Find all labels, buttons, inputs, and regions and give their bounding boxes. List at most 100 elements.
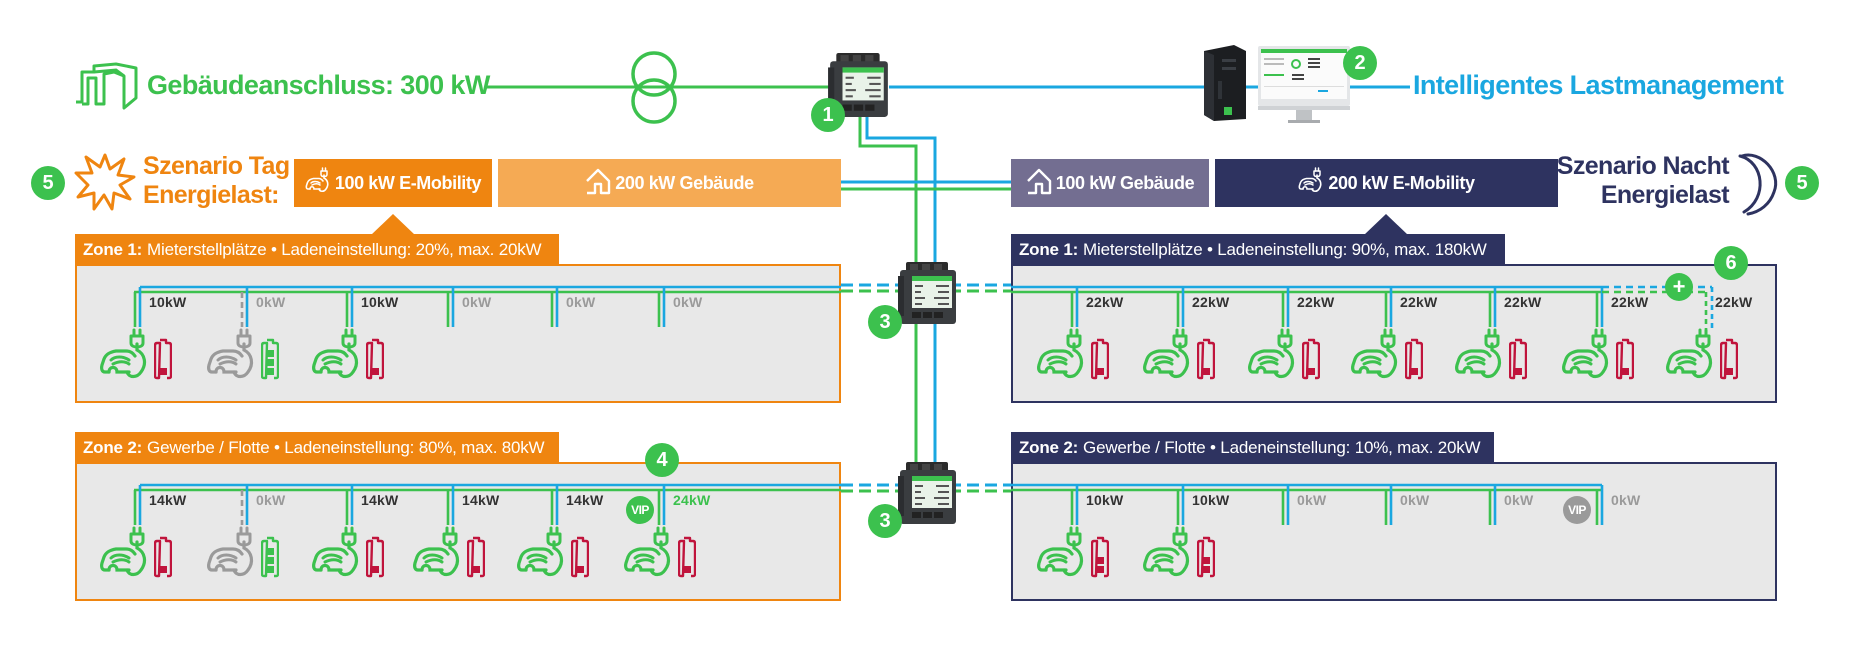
zone-title-bold: Zone 1: [1019,239,1079,259]
charger-power-label: 10kW [149,294,187,310]
night-zone2-title: Zone 2:Gewerbe / Flotte • Ladeneinstellu… [1011,432,1494,463]
night-pointer [1364,214,1408,235]
grid-connection-label: Gebäudeanschluss: 300 kW [147,70,490,100]
edge-server [1204,45,1246,126]
charger-power-label: 22kW [1504,294,1542,310]
battery-low-icon [1404,338,1424,385]
load-management-label: Intelligentes Lastmanagement [1413,70,1784,100]
zone-title-text: Gewerbe / Flotte • Ladeneinstellung: 80%… [147,437,545,457]
ev-charging-icon [99,526,151,585]
charger-power-label: 0kW [462,294,492,310]
scenario-night-line2: Energielast [1600,181,1730,209]
night-emobility-label: 200 kW E-Mobility [1328,172,1475,193]
power-meter-zone1 [898,262,958,331]
battery-low-icon [1196,338,1216,385]
day-building-load: 200 kW Gebäude [498,159,841,207]
night-building-load: 100 kW Gebäude [1011,159,1209,207]
ev-charging-icon [1036,328,1088,387]
charger-power-label: 22kW [1297,294,1335,310]
battery-low-icon [466,536,486,583]
scenario-day-label: Szenario Tag Energielast: [143,152,290,210]
battery-low-icon [153,338,173,385]
charger-power-label: 22kW [1400,294,1438,310]
charger-power-label: 10kW [361,294,399,310]
battery-low-icon [365,338,385,385]
charger-power-label: 14kW [361,492,399,508]
scenario-night-line1: Szenario Nacht [1556,152,1730,180]
night-zone1-title: Zone 1:Mieterstellplätze • Ladeneinstell… [1011,234,1505,265]
charger-power-label: 0kW [1297,492,1327,508]
charger-power-label: 14kW [149,492,187,508]
zone-title-bold: Zone 1: [83,239,143,259]
sun-icon [74,153,136,211]
scenario-night-label: Szenario Nacht Energielast [1556,152,1730,210]
battery-low-icon [1090,536,1110,583]
ev-charging-icon [1247,328,1299,387]
power-meter-zone2 [898,462,958,531]
day-pointer [371,214,415,235]
badge-5-night: 5 [1785,166,1819,200]
battery-low-icon [1301,338,1321,385]
charger-power-label: 0kW [673,294,703,310]
charger-power-label: 22kW [1715,294,1753,310]
zone-title-bold: Zone 2: [1019,437,1079,457]
day-zone2-title: Zone 2:Gewerbe / Flotte • Ladeneinstellu… [75,432,559,463]
badge-3-zone2: 3 [868,504,902,538]
charger-power-label: 0kW [1400,492,1430,508]
badge-4: 4 [645,443,679,477]
charger-power-label: 10kW [1192,492,1230,508]
ev-charging-icon [311,328,363,387]
charger-power-label: 0kW [1504,492,1534,508]
zone-title-text: Gewerbe / Flotte • Ladeneinstellung: 10%… [1083,437,1481,457]
battery-low-icon [570,536,590,583]
day-zone1-title: Zone 1:Mieterstellplätze • Ladeneinstell… [75,234,559,265]
charger-power-label: 14kW [462,492,500,508]
vip-badge: VIP [1563,496,1591,524]
monitor-dashboard [1258,46,1350,129]
vip-badge: VIP [626,496,654,524]
charger-power-label: 0kW [256,294,286,310]
scenario-day-line2: Energielast: [143,181,280,209]
battery-low-icon [153,536,173,583]
ev-charging-icon [1142,328,1194,387]
charger-power-label: 0kW [256,492,286,508]
charger-power-label: 22kW [1086,294,1124,310]
charger-power-label: 14kW [566,492,604,508]
ev-charging-icon [623,526,675,585]
ev-charging-icon [1142,526,1194,585]
badge-1: 1 [811,98,845,132]
ev-charging-icon [516,526,568,585]
ev-charging-icon [311,526,363,585]
ev-idle-icon [206,328,258,387]
ev-charging-icon [1561,328,1613,387]
badge-5-day: 5 [31,166,65,200]
ev-charging-icon [412,526,464,585]
ev-idle-icon [206,526,258,585]
add-charger-icon: + [1665,273,1693,301]
scenario-day-line1: Szenario Tag [143,152,290,180]
ev-charging-icon [1350,328,1402,387]
night-building-label: 100 kW Gebäude [1055,172,1195,193]
night-emobility-load: 200 kW E-Mobility [1215,159,1558,207]
badge-6: 6 [1714,246,1748,280]
ev-charging-icon [1036,526,1088,585]
battery-low-icon [365,536,385,583]
battery-low-icon [677,536,697,583]
badge-2: 2 [1343,46,1377,80]
charger-power-label: 0kW [1611,492,1641,508]
charger-power-label: 24kW [673,492,711,508]
moon-icon [1738,153,1778,216]
charger-power-label: 0kW [566,294,596,310]
badge-3-zone1: 3 [868,305,902,339]
day-building-label: 200 kW Gebäude [615,172,754,193]
zone-title-bold: Zone 2: [83,437,143,457]
day-emobility-label: 100 kW E-Mobility [334,172,482,193]
battery-low-icon [1090,338,1110,385]
charger-power-label: 22kW [1611,294,1649,310]
battery-full-icon [260,338,280,385]
charger-power-label: 10kW [1086,492,1124,508]
